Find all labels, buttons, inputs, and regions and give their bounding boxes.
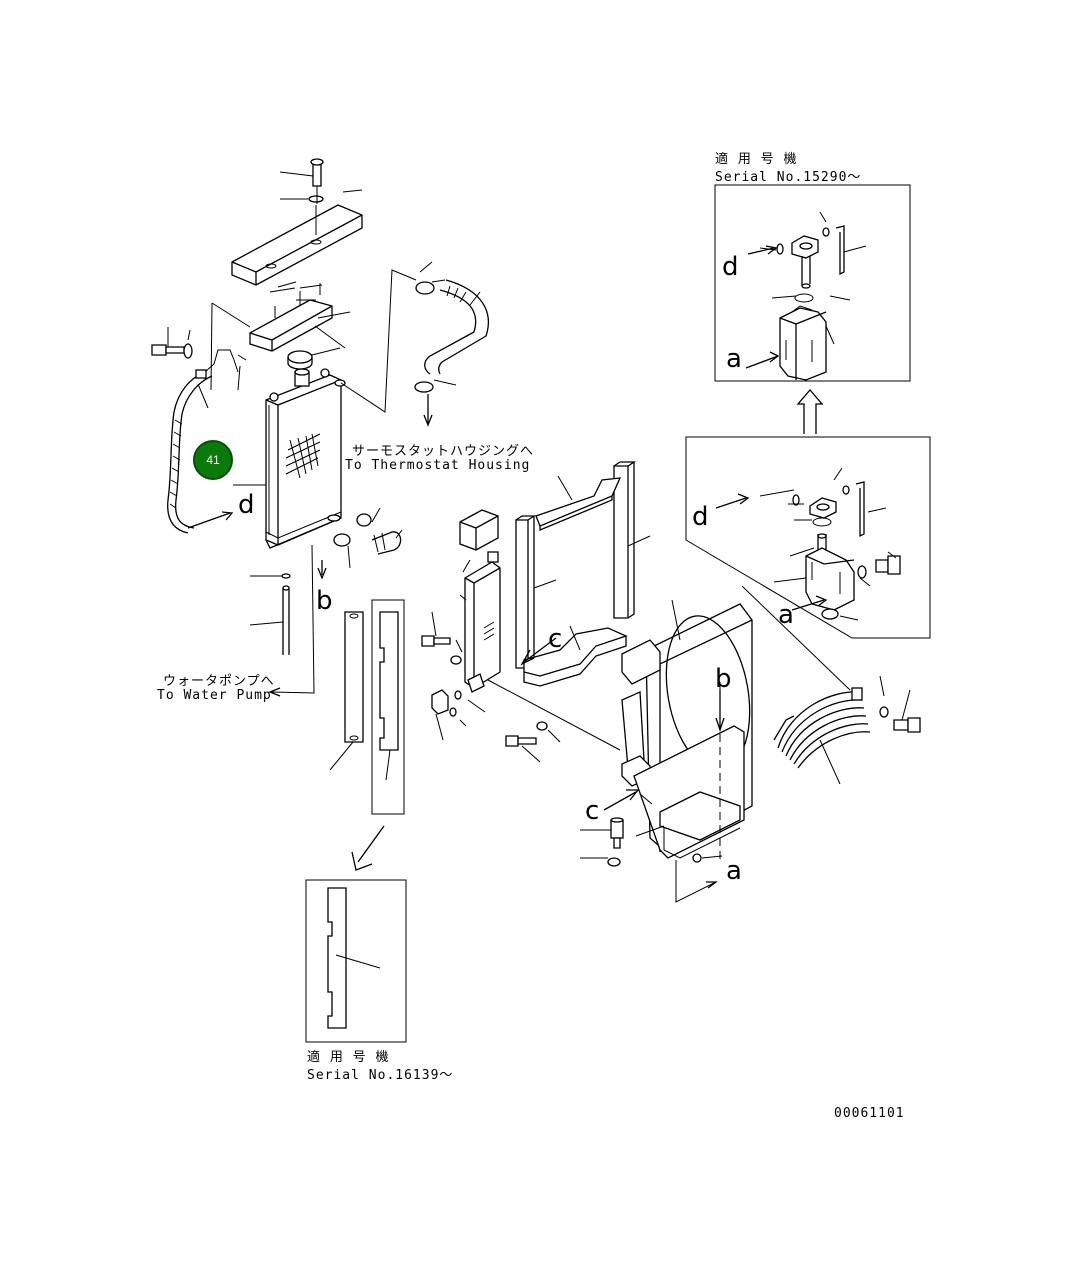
radiator-top-cover bbox=[231, 158, 363, 286]
bracket-plate bbox=[210, 281, 351, 391]
serial-bottom-number: Serial No.16139～ bbox=[307, 1068, 454, 1083]
overflow-hose bbox=[167, 349, 247, 534]
seal-pieces bbox=[329, 599, 405, 871]
detail-box-top bbox=[714, 184, 911, 382]
ref-letter-b: b bbox=[715, 664, 732, 694]
fan-shroud bbox=[621, 599, 753, 863]
radiator-cap bbox=[287, 347, 341, 370]
detail-box-bottom bbox=[685, 436, 931, 639]
ref-letter-b: b bbox=[316, 586, 333, 616]
ref-letter-a: a bbox=[726, 856, 742, 886]
reservoir-tank bbox=[421, 509, 501, 741]
ref-letter-c: c bbox=[585, 796, 600, 826]
water-pump-label-jp: ウォータポンプへ bbox=[163, 674, 275, 689]
bolt-washer-left bbox=[151, 327, 193, 359]
ref-letter-d: d bbox=[722, 252, 739, 282]
bottom-detail bbox=[305, 879, 407, 1043]
thermostat-label-en: To Thermostat Housing bbox=[345, 458, 531, 473]
radiator-core bbox=[233, 368, 346, 549]
thermostat-label-jp: サーモスタットハウジングへ bbox=[352, 444, 535, 459]
water-pump-label-en: To Water Pump bbox=[157, 688, 272, 703]
serial-top-title: 適 用 号 機 bbox=[715, 152, 798, 167]
serial-top-number: Serial No.15290～ bbox=[715, 170, 862, 185]
drawing-number: 00061101 bbox=[834, 1106, 905, 1121]
upper-hose bbox=[414, 261, 490, 427]
serial-bottom-title: 適 用 号 機 bbox=[307, 1050, 390, 1065]
ref-letter-a: a bbox=[726, 344, 742, 374]
hose-bundle bbox=[773, 675, 921, 785]
ref-letter-d: d bbox=[692, 502, 709, 532]
part-callout-41[interactable]: 41 bbox=[193, 440, 233, 480]
ref-letter-a: a bbox=[778, 600, 794, 630]
lower-fittings bbox=[249, 507, 403, 655]
ref-letter-d: d bbox=[238, 490, 255, 520]
frame-bars bbox=[515, 461, 651, 687]
ref-letter-c: c bbox=[548, 624, 563, 654]
bolt-washer-c bbox=[580, 817, 624, 867]
bolt-washer-mid bbox=[505, 721, 561, 763]
